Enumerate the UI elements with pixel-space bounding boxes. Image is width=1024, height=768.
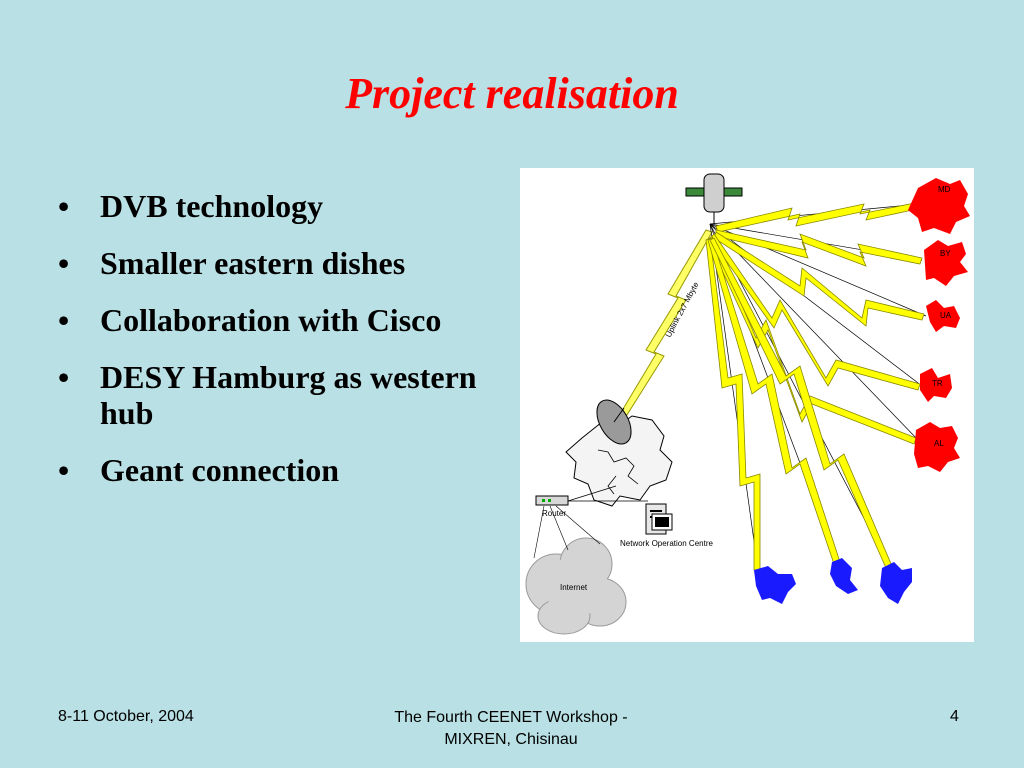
uplink-beam [613,229,713,427]
bullet-item: • DESY Hamburg as western hub [58,359,498,431]
router-hub-link [567,485,617,502]
country-label: BY [940,249,951,258]
bullet-text: DESY Hamburg as western hub [100,359,477,431]
bullet-text: Collaboration with Cisco [100,302,442,338]
country-ua-shape [926,300,960,332]
noc-label: Network Operation Centre [620,539,713,548]
uplink-label: Uplink 2x7 Mbyte [664,280,701,339]
footer-event: The Fourth CEENET Workshop - MIXREN, Chi… [330,707,692,751]
router-internet-link [549,505,569,551]
bullet-text: DVB technology [100,188,324,224]
europe-map-icon [565,415,673,507]
satellite-dish-icon [596,399,632,445]
country-md-shape [908,178,970,234]
internet-label: Internet [560,583,588,592]
country-label: TR [932,379,943,388]
bullet-item: • Geant connection [58,452,498,488]
computer-icon [645,503,673,535]
bullet-item: • Collaboration with Cisco [58,302,498,338]
bullet-dot: • [58,452,70,488]
router-label: Router [542,509,566,518]
bullet-item: • Smaller eastern dishes [58,245,498,281]
bullet-text: Geant connection [100,452,340,488]
country-label: MD [938,185,951,194]
footer-event-line: The Fourth CEENET Workshop - [394,709,628,726]
cloud-icon [525,537,627,635]
network-diagram: Uplink 2x7 Mbyte [520,168,974,642]
country-blue-shape [880,562,912,604]
satellite-icon [685,173,743,224]
country-blue-shape [754,566,796,604]
country-by-shape [924,240,968,286]
bullet-dot: • [58,188,70,224]
western-countries [754,558,912,604]
country-label: AL [934,439,944,448]
router-icon [535,495,569,506]
country-labels: MD BY UA TR AL [932,185,952,448]
bullet-dot: • [58,302,70,338]
slide-title: Project realisation [345,69,679,118]
router-internet-link [555,505,601,545]
country-al-shape [914,422,960,472]
footer-event-line: MIXREN, Chisinau [444,731,578,748]
network-diagram-svg: Uplink 2x7 Mbyte [525,173,970,635]
bullet-list: •DVB technology •Smaller eastern dishes … [58,188,498,509]
country-blue-shape [830,558,858,594]
bullet-text: Smaller eastern dishes [100,245,406,281]
bullet-dot: • [58,245,70,281]
router-internet-link [533,505,545,559]
country-tr-shape [920,368,952,402]
eastern-countries [908,178,970,472]
footer-date: 8-11 October, 2004 [58,708,194,725]
country-label: UA [940,311,952,320]
downlink-beams [705,201,925,571]
footer-page-number: 4 [950,708,959,725]
bullet-dot: • [58,359,70,395]
bullet-item: • DVB technology [58,188,498,224]
